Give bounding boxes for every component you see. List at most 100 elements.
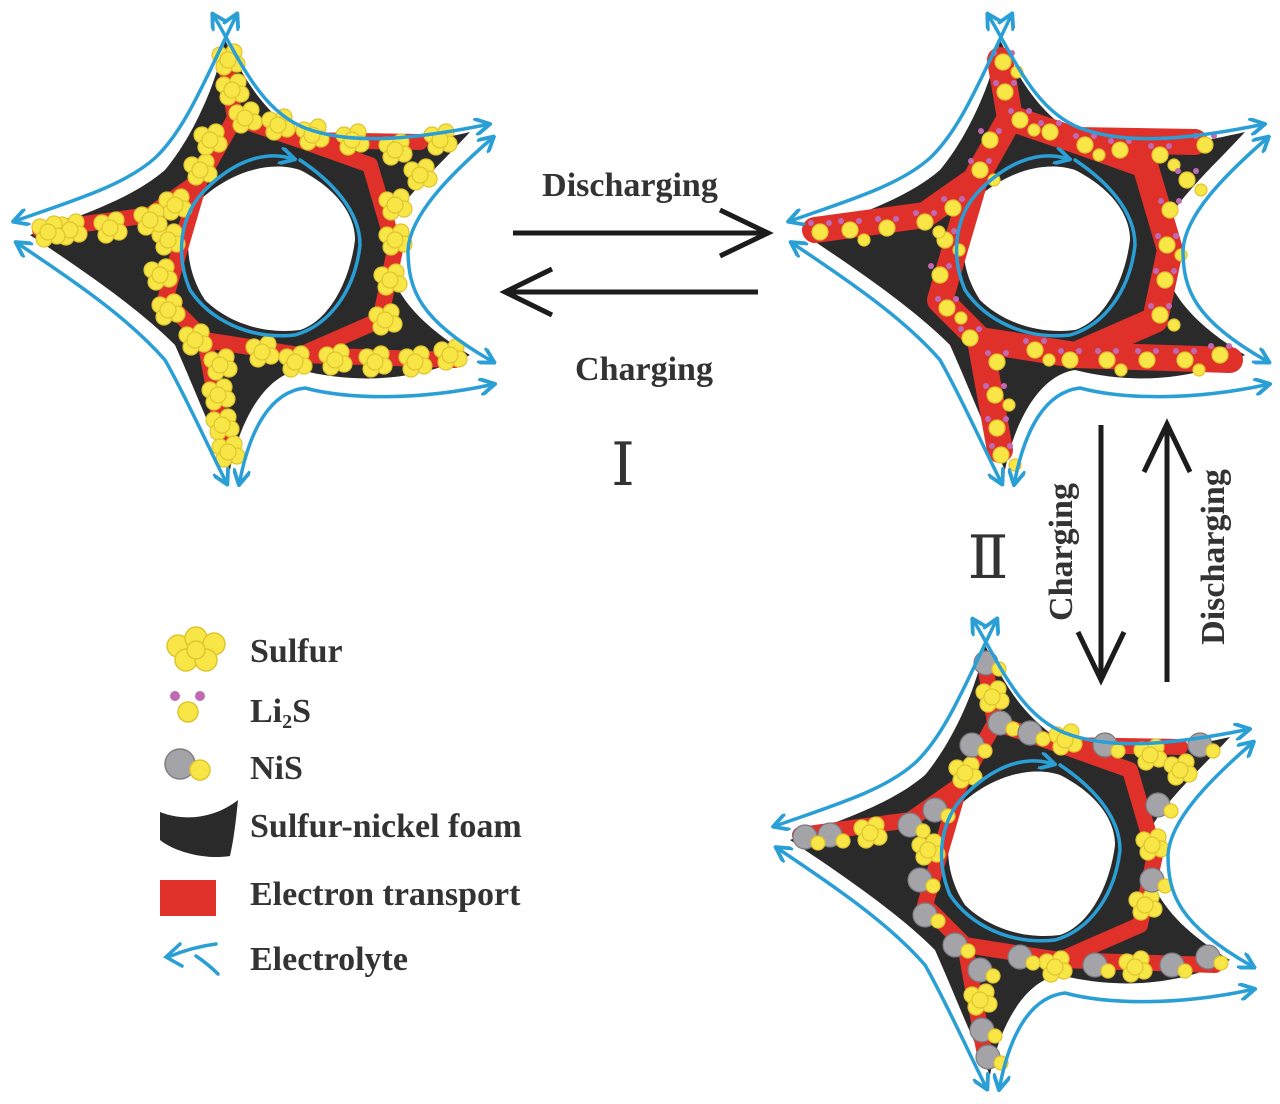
li-dot	[1166, 303, 1172, 309]
sulfur-particle	[1046, 958, 1064, 976]
li2s-particle	[1011, 111, 1029, 129]
sulfur-particle	[213, 416, 231, 434]
sulfur-particle	[406, 353, 424, 371]
sulfur-particle	[441, 346, 459, 364]
li-dot	[1171, 268, 1177, 274]
li-dot	[1056, 120, 1062, 126]
li-dot	[993, 80, 999, 86]
li2s-molecule-icon	[170, 691, 205, 723]
li2s-particle	[878, 219, 896, 237]
li2s-particle	[1061, 351, 1079, 369]
li-dot	[1173, 233, 1179, 239]
electrolyte-outer	[780, 850, 985, 1085]
sulfur-particle	[191, 161, 209, 179]
li2s-particle	[931, 266, 949, 284]
li-dot	[1191, 348, 1197, 354]
sulfur-particle	[39, 223, 57, 241]
li-dot	[856, 218, 862, 224]
li2s-particle	[1151, 146, 1169, 164]
li-dot	[838, 218, 844, 224]
sulfur-particle	[159, 231, 177, 249]
li-dot	[1008, 108, 1014, 114]
li-dot	[985, 416, 991, 422]
li-dot	[1023, 338, 1029, 344]
nis-sulfur-particle	[1177, 963, 1193, 979]
li-dot	[1038, 120, 1044, 126]
li-dot	[1003, 416, 1009, 422]
li-dot	[928, 263, 934, 269]
li2s-particle	[1176, 351, 1194, 369]
nis-sulfur-particle	[977, 743, 993, 759]
li2s-particle	[981, 131, 999, 149]
sulfur-particle	[411, 166, 429, 184]
li2s-particle	[1192, 363, 1206, 377]
sulfur-particle	[386, 196, 404, 214]
li-dot	[1148, 143, 1154, 149]
electrolyte-outer	[240, 385, 490, 480]
li2s-particle	[1138, 351, 1156, 369]
li2s-particle	[1026, 341, 1044, 359]
sulfur-particle	[151, 266, 169, 284]
li2s-particle	[1151, 306, 1169, 324]
li-dot	[1208, 343, 1214, 349]
discharge-arrow-up	[1141, 418, 1193, 682]
step-numeral-2: Ⅱ	[968, 525, 1009, 591]
li-dot	[1226, 343, 1232, 349]
electrolyte-outer	[406, 140, 490, 360]
li2s-particle	[1211, 346, 1229, 364]
li2s-particle	[1098, 351, 1116, 369]
li-dot	[1158, 198, 1164, 204]
sulfur-particle	[253, 343, 271, 361]
nis-sulfur-particle	[1100, 963, 1116, 979]
sulfur-particle	[269, 116, 287, 134]
legend-label-li2s: Li2S	[250, 693, 311, 733]
sulfur-particle	[386, 141, 404, 159]
inner-pore	[963, 166, 1130, 331]
sulfur-particle	[386, 231, 404, 249]
li2s-particle	[1002, 398, 1016, 412]
nis-sulfur-particle	[810, 835, 826, 851]
li-dot	[959, 196, 965, 202]
nis-sulfur-particle	[960, 943, 976, 959]
li-dot	[976, 326, 982, 332]
li-dot	[989, 443, 995, 449]
li-dot	[953, 296, 959, 302]
li-dot	[875, 216, 881, 222]
foam-swatch-icon	[160, 800, 238, 858]
li-dot	[1001, 383, 1007, 389]
sulfur-loaded-foam-structure	[18, 18, 490, 480]
process-step-2: Ⅱ Charging Discharging	[968, 418, 1232, 686]
li-dot	[985, 350, 991, 356]
li-dot	[893, 216, 899, 222]
li2s-particle	[1042, 353, 1056, 367]
sulfur-particle	[1136, 896, 1154, 914]
li2s-particle	[944, 199, 962, 217]
sulfur-particle	[186, 331, 204, 349]
sulfur-particle	[971, 991, 989, 1009]
charge-arrow	[499, 266, 758, 318]
sulfur-particle	[983, 688, 1001, 706]
nis-foam-structure	[778, 623, 1250, 1085]
sulfur-particle	[381, 271, 399, 289]
li2s-particle	[1111, 141, 1129, 159]
electrolyte-outer	[1181, 140, 1265, 360]
li-dot	[968, 158, 974, 164]
li-dot	[1176, 198, 1182, 204]
li-dot	[996, 128, 1002, 134]
discharging-label-vertical: Discharging	[1195, 469, 1232, 645]
electrolyte-inner	[179, 156, 362, 338]
li2s-particle	[1167, 318, 1181, 332]
electrolyte-outer	[778, 623, 995, 825]
sulfur-cluster-icon	[166, 626, 226, 672]
li-dot	[1175, 168, 1181, 174]
li-dot	[958, 326, 964, 332]
sulfur-particle	[1171, 761, 1189, 779]
electrolyte-inner	[954, 156, 1137, 338]
li-dot	[1073, 133, 1079, 139]
li2s-particle	[1174, 248, 1188, 262]
li-dot	[913, 210, 919, 216]
li2s-particle	[986, 386, 1004, 404]
li2s-particle	[1156, 271, 1174, 289]
li-dot	[1153, 348, 1159, 354]
